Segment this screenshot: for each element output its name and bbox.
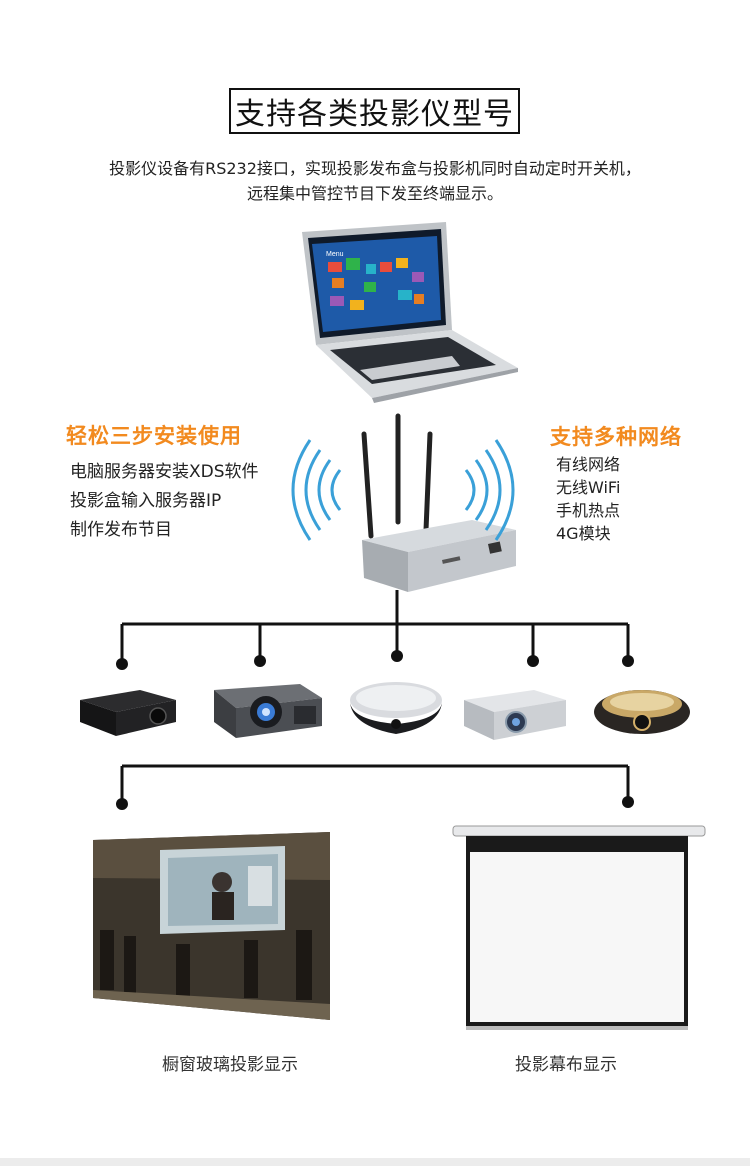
laptop-icon: Menu — [302, 222, 518, 403]
projector-screen-display-image — [452, 825, 706, 1030]
left-panel-heading: 轻松三步安装使用 — [66, 423, 242, 448]
window-glass-display-image — [93, 832, 330, 1020]
right-panel-item: 有线网络 — [556, 455, 621, 474]
page-title-text: 支持各类投影仪型号 — [235, 97, 514, 132]
projector-connector-lines — [120, 590, 630, 662]
projector-1-icon — [80, 690, 176, 736]
right-panel-list: 有线网络 无线WiFi 手机热点 4G模块 — [556, 453, 620, 545]
display-connector-lines — [120, 764, 630, 802]
page-title: 支持各类投影仪型号 — [229, 88, 520, 134]
left-panel-item: 制作发布节目 — [70, 520, 172, 540]
right-panel-heading: 支持多种网络 — [550, 424, 682, 449]
left-panel-item: 电脑服务器安装XDS软件 — [70, 462, 259, 482]
left-panel-item: 投影盒输入服务器IP — [70, 491, 222, 511]
laptop-screen-label: Menu — [326, 251, 344, 258]
footer-bar — [0, 1158, 750, 1166]
projector-2-icon — [214, 684, 322, 738]
projector-connector-dots — [116, 650, 634, 670]
projector-4-icon — [464, 690, 566, 740]
projector-3-icon — [350, 682, 442, 734]
right-panel-item: 手机热点 — [556, 501, 621, 520]
wifi-signal-left-icon — [291, 439, 342, 541]
left-panel-list: 电脑服务器安装XDS软件 投影盒输入服务器IP 制作发布节目 — [70, 458, 259, 545]
window-glass-caption: 橱窗玻璃投影显示 — [162, 1055, 298, 1075]
projector-5-icon — [594, 690, 690, 734]
right-panel-item: 4G模块 — [556, 524, 611, 543]
description-line-2: 远程集中管控节目下发至终端显示。 — [246, 184, 503, 203]
wifi-signal-right-icon — [464, 439, 515, 541]
right-panel-item: 无线WiFi — [556, 478, 621, 497]
display-connector-dots — [116, 796, 634, 810]
projector-screen-caption: 投影幕布显示 — [515, 1055, 617, 1075]
description-line-1: 投影仪设备有RS232接口，实现投影发布盒与投影机同时自动定时开关机， — [109, 159, 641, 178]
media-player-box-icon — [361, 413, 516, 592]
